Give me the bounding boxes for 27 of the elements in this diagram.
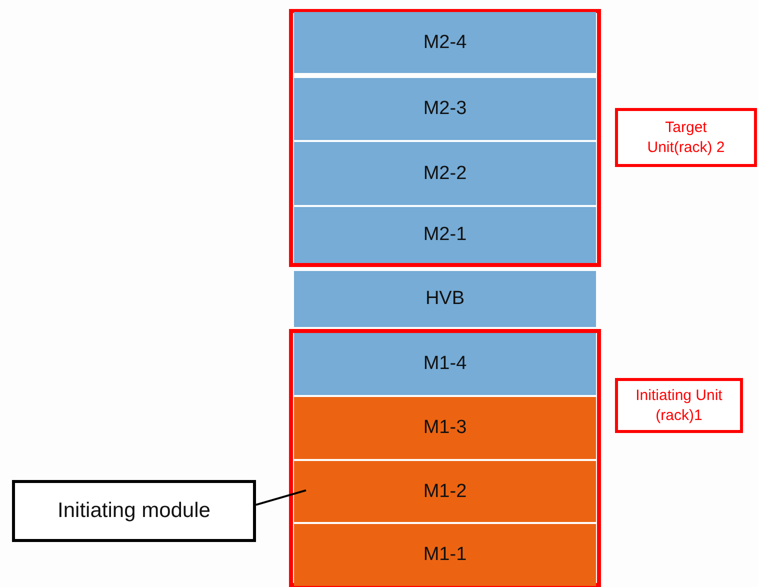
node-label: M1-3 xyxy=(423,417,467,439)
node-label: M2-2 xyxy=(423,162,467,184)
module-box xyxy=(294,207,596,263)
node-label: HVB xyxy=(425,288,465,310)
module-box xyxy=(294,397,596,459)
node-label: Initiating Unit (rack)1 xyxy=(634,386,724,425)
rack-frame xyxy=(289,329,601,587)
rack-frame xyxy=(289,9,601,267)
node-label: M1-2 xyxy=(423,480,467,502)
rack-label-box xyxy=(615,108,757,167)
module-box xyxy=(294,12,596,73)
rack-label-box xyxy=(615,378,743,433)
module-box xyxy=(294,333,596,395)
node-label: M1-4 xyxy=(423,353,467,375)
leader-line xyxy=(256,489,306,506)
module-box xyxy=(294,78,596,140)
node-label: M2-4 xyxy=(423,32,467,54)
module-box xyxy=(294,524,596,586)
node-label: Initiating module xyxy=(58,499,210,523)
module-box xyxy=(294,142,596,205)
node-label: M1-1 xyxy=(423,544,467,566)
callout-box xyxy=(12,480,256,542)
node-label: Target Unit(rack) 2 xyxy=(646,118,726,157)
node-label: M2-3 xyxy=(423,98,467,120)
module-box xyxy=(294,461,596,522)
node-label: M2-1 xyxy=(423,224,467,246)
module-box xyxy=(294,271,596,327)
